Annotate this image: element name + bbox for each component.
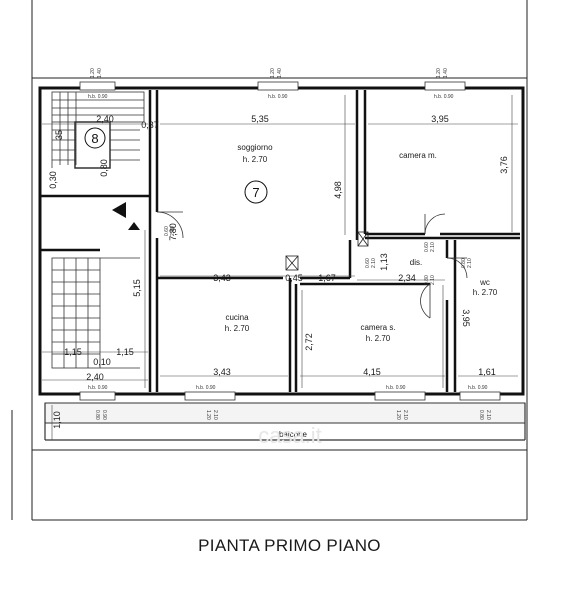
dim-stair-010: 0,10 xyxy=(93,357,111,367)
window-label-m: 0.60 xyxy=(365,258,371,268)
dim-stair-240: 2,40 xyxy=(86,372,104,382)
window-label-b: 1.40 xyxy=(97,68,103,78)
dim-stair-515: 5,15 xyxy=(132,279,142,297)
window-label-hb3: h.b. 0.90 xyxy=(434,94,454,100)
window-label-bb: 2.10 xyxy=(485,410,491,420)
dimension-lines xyxy=(42,95,518,440)
doors xyxy=(156,211,468,319)
window-label-g: 0.60 xyxy=(424,242,430,252)
dim-mid-045: 0,45 xyxy=(285,273,303,283)
unit-number-stair: 8 xyxy=(91,131,98,146)
dim-door-780: 7,80 xyxy=(168,223,178,241)
window-label-i: 0.80 xyxy=(424,275,430,285)
window-label-t: h.b. 0.90 xyxy=(468,385,488,391)
dim-camera-m-h: 3,76 xyxy=(499,156,509,174)
window-label-y: 1.20 xyxy=(395,410,401,420)
room-wc-height: h. 2.70 xyxy=(473,288,498,297)
dim-stair-width-top: 2,40 xyxy=(96,114,114,124)
room-cucina-height: h. 2.70 xyxy=(225,324,250,333)
dim-stair-115-r: 1,15 xyxy=(116,347,134,357)
dim-cam-s-h: 2,72 xyxy=(304,333,314,351)
window-label-p: 2.10 xyxy=(170,226,176,236)
window-label-c: 1.20 xyxy=(270,68,276,78)
window-label-n: 2.10 xyxy=(371,258,377,268)
dim-stair-115-l: 1,15 xyxy=(64,347,82,357)
dim-kitchen-w-top: 3,43 xyxy=(213,273,231,283)
window-label-u: 0.80 xyxy=(94,410,100,420)
room-wc-name: wc xyxy=(479,278,490,287)
room-camera-s-name: camera s. xyxy=(360,323,395,332)
unit-circle-stair xyxy=(84,127,106,149)
room-cucina-name: cucina xyxy=(225,313,249,322)
unit-circle-main xyxy=(244,180,268,204)
window-label-a: 1.20 xyxy=(90,68,96,78)
window-label-aa: 0.80 xyxy=(478,410,484,420)
windows-top xyxy=(79,81,466,91)
unit-number-main: 7 xyxy=(252,185,259,200)
stair-bottom xyxy=(51,257,140,369)
dim-kitchen-w-bot: 3,43 xyxy=(213,367,231,377)
dim-soggiorno-h: 4,98 xyxy=(333,181,343,199)
room-soggiorno-name: soggiorno xyxy=(237,143,273,152)
window-label-hb2: h.b. 0.90 xyxy=(268,94,288,100)
dim-soggiorno-w: 5,35 xyxy=(251,114,269,124)
page-title: PIANTA PRIMO PIANO xyxy=(198,536,381,555)
window-label-v: 0.90 xyxy=(101,410,107,420)
outer-frame xyxy=(11,0,528,521)
entrance-arrow-icon xyxy=(112,202,126,218)
window-label-f: 1.40 xyxy=(443,68,449,78)
watermark: casa.it xyxy=(258,423,322,448)
dim-wc-395: 3,95 xyxy=(461,309,471,327)
dim-mid-167: 1,67 xyxy=(318,273,336,283)
room-balcone-name: balcone xyxy=(279,430,308,439)
window-label-l: 2.10 xyxy=(467,258,473,268)
balcony-slab xyxy=(44,402,526,424)
dim-camera-m-w: 3,95 xyxy=(431,114,449,124)
window-label-s: h.b. 0.90 xyxy=(386,385,406,391)
room-dis-name: dis. xyxy=(410,258,422,267)
windows-bottom xyxy=(79,391,501,401)
ducts xyxy=(285,231,369,271)
dim-corr-080: 0,80 xyxy=(99,159,109,177)
window-label-o: 0.60 xyxy=(164,226,170,236)
dim-balcony-110: 1,10 xyxy=(52,411,62,429)
dim-stair-35: 35 xyxy=(54,130,64,140)
window-label-j: 2.10 xyxy=(430,275,436,285)
window-label-k: 0.80 xyxy=(461,258,467,268)
window-label-z: 2.10 xyxy=(402,410,408,420)
room-camera-s-height: h. 2.70 xyxy=(366,334,391,343)
exterior-walls xyxy=(38,86,525,396)
dim-dis-234: 2,34 xyxy=(398,273,416,283)
room-soggiorno-height: h. 2.70 xyxy=(243,155,268,164)
window-label-x: 2.10 xyxy=(212,410,218,420)
window-label-h: 2.10 xyxy=(430,242,436,252)
stair-top xyxy=(51,91,145,169)
window-label-d: 1.40 xyxy=(277,68,283,78)
window-label-e: 1.20 xyxy=(436,68,442,78)
room-camera-m-name: camera m. xyxy=(399,151,437,160)
window-label-hb1: h.b. 0.90 xyxy=(88,94,108,100)
window-label-q: h.b. 0.90 xyxy=(88,385,108,391)
dim-wc-w: 1,61 xyxy=(478,367,496,377)
window-label-w: 1.20 xyxy=(205,410,211,420)
dim-corr-030: 0,30 xyxy=(48,171,58,189)
dim-wall-037: 0,37 xyxy=(141,120,159,130)
interior-walls xyxy=(40,90,520,392)
dim-cam-s-w: 4,15 xyxy=(363,367,381,377)
dim-dis-113: 1,13 xyxy=(379,253,389,271)
stair-arrow-icon xyxy=(128,222,140,230)
window-label-r: h.b. 0.90 xyxy=(196,385,216,391)
